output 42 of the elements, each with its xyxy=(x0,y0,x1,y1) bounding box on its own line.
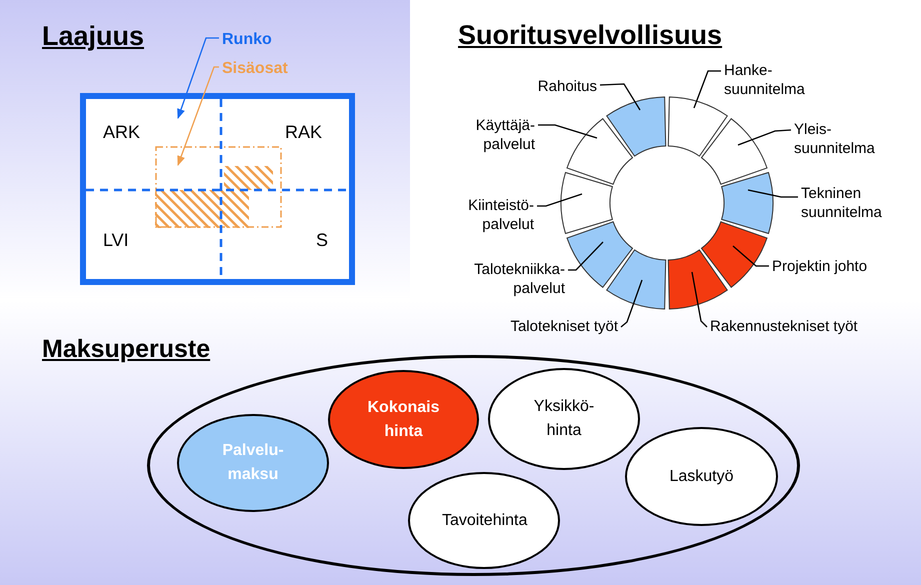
leader-line xyxy=(738,129,792,146)
ring-segment xyxy=(606,96,666,157)
leader-line xyxy=(748,189,798,198)
quadrant-label: S xyxy=(316,229,328,252)
ring-segment xyxy=(566,118,633,185)
segment-label: Talotekniikka- palvelut xyxy=(450,260,565,298)
ring-segment xyxy=(668,96,728,157)
segment-label: Tekninen suunnitelma xyxy=(801,184,913,222)
ring-segment xyxy=(668,249,728,310)
leader-line xyxy=(538,124,598,139)
leader-line xyxy=(568,242,604,271)
section-heading: Laajuus xyxy=(42,20,144,53)
segment-label: Hanke- suunnitelma xyxy=(724,61,824,99)
segment-label: Projektin johto xyxy=(772,256,868,278)
segment-label: Kiinteistö- palvelut xyxy=(428,196,534,234)
ring-segment xyxy=(560,172,613,234)
callout-label: Runko xyxy=(222,28,272,52)
ring-segment xyxy=(566,221,633,288)
segment-label: Rakennustekniset työt xyxy=(710,316,858,338)
ring-segment xyxy=(701,221,768,288)
ring-segment xyxy=(606,249,666,310)
section-heading: Maksuperuste xyxy=(42,334,210,365)
quadrant-label: ARK xyxy=(103,121,140,144)
leader-line xyxy=(693,70,721,108)
segment-label: Käyttäjä- palvelut xyxy=(440,116,535,154)
leader-line xyxy=(600,83,641,110)
section-heading: Suoritusvelvollisuus xyxy=(458,19,722,52)
callout-label: Sisäosat xyxy=(222,57,288,81)
leader-line xyxy=(732,246,769,267)
arrow xyxy=(177,37,219,119)
frame-box xyxy=(80,93,355,285)
segment-label: Rahoitus xyxy=(512,76,597,98)
segment-label: Yleis- suunnitelma xyxy=(794,120,904,158)
leader-line xyxy=(620,280,643,328)
arrow xyxy=(177,66,219,166)
quadrant-label: LVI xyxy=(103,229,129,252)
leader-line xyxy=(537,193,582,207)
quadrant-label: RAK xyxy=(285,121,322,144)
ring-segment xyxy=(721,172,774,234)
leader-line xyxy=(691,272,708,328)
segment-label: Talotekniset työt xyxy=(478,316,618,338)
ring-segment xyxy=(701,118,768,185)
